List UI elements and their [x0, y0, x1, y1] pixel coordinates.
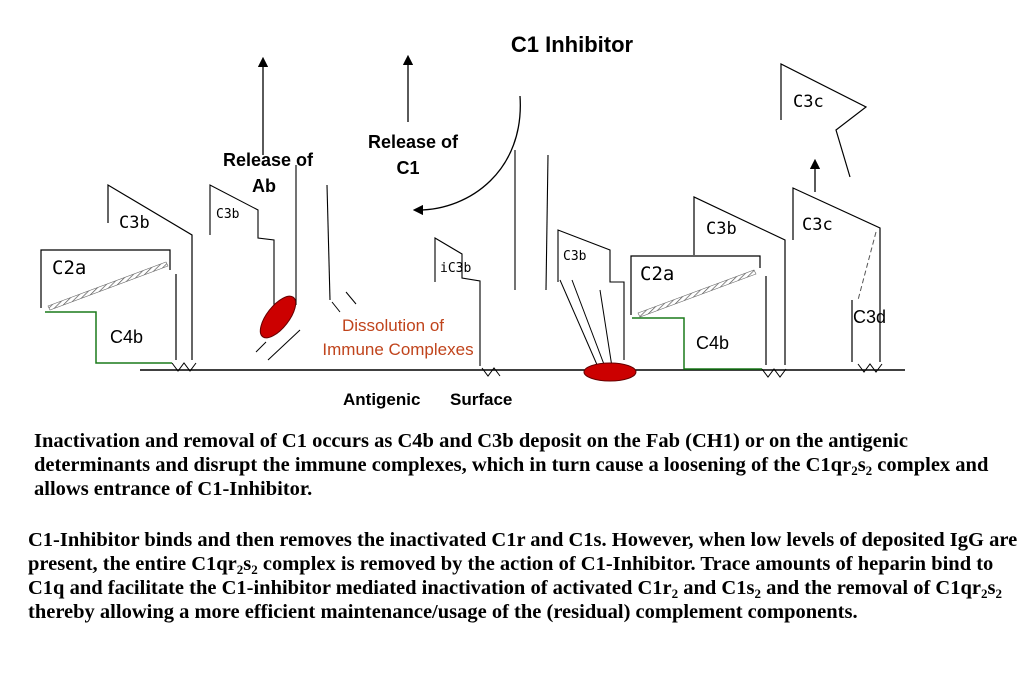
paragraph-text: C1-Inhibitor binds and then removes the …	[28, 529, 1018, 575]
subscript: 2	[251, 562, 258, 577]
subscript: 2	[236, 562, 244, 577]
paragraph-text: s	[987, 577, 996, 599]
ic3b-shape	[434, 237, 481, 366]
c4b-right-label: C4b	[696, 333, 729, 353]
paragraph-text: and C1s	[678, 577, 755, 599]
c3b-small-mid-label: C3b	[563, 249, 587, 264]
c3b-small-left-label: C3b	[216, 207, 240, 222]
description-paragraph-2: C1-Inhibitor binds and then removes the …	[28, 528, 1018, 624]
fragment-line-3	[331, 301, 341, 313]
paragraph-text: s	[243, 553, 252, 575]
c1-strand-2	[571, 279, 606, 368]
c3b-small-left-shape	[209, 184, 275, 310]
fragment-line-4	[345, 291, 357, 305]
paragraph-text: and the removal of C1qr	[760, 577, 981, 599]
c3c-c3d-complex: C3c C3d C3c	[780, 63, 886, 373]
c2a-right-shape	[630, 255, 767, 365]
c3c-c3d-cleave-line	[857, 231, 877, 301]
c3b-left-label: C3b	[119, 213, 150, 233]
release-ab-group: Release of Ab C3b	[209, 56, 357, 361]
antigenic-label: Antigenic	[343, 390, 420, 409]
antibody-arm-2	[326, 184, 331, 301]
attachment-right	[761, 368, 787, 378]
diagram-title: C1 Inhibitor	[511, 32, 634, 57]
c3d-label: C3d	[853, 307, 886, 327]
c3b-right-shape	[693, 196, 786, 365]
attachment-c3d	[857, 363, 883, 373]
subscript: 2	[995, 586, 1002, 601]
c4b-right-outline	[632, 317, 762, 370]
c4b-left-label: C4b	[110, 327, 143, 347]
ic3b-complex: iC3b	[434, 237, 501, 377]
c3b-left-shape	[107, 183, 193, 360]
c3c-top-shape	[780, 63, 868, 178]
paragraph-text: thereby allowing a more efficient mainte…	[28, 601, 858, 623]
c2a-left-label: C2a	[52, 257, 86, 279]
release-c1-label-line2: C1	[396, 158, 419, 178]
subscript: 2	[980, 586, 988, 601]
c1-bound-group: C3b	[514, 150, 637, 382]
ab-fragment-red	[259, 295, 297, 339]
attachment-left	[171, 362, 197, 372]
subscript: 2	[865, 463, 873, 478]
attachment-ic3b	[481, 367, 501, 377]
subscript: 2	[671, 586, 679, 601]
left-complex: C3b C2a C4b	[40, 183, 197, 372]
release-c1-group: Release of C1	[368, 54, 521, 216]
description-paragraph-1: Inactivation and removal of C1 occurs as…	[34, 429, 1019, 501]
c2a-right-hatch	[637, 269, 757, 318]
paragraph-text: complex is removed by the action of C1-I…	[28, 553, 994, 599]
c1-inhibitor-curve-arrow	[412, 95, 521, 216]
ic3b-label: iC3b	[440, 261, 471, 276]
c3c-top-label: C3c	[793, 92, 824, 112]
c2a-right-label: C2a	[640, 263, 674, 285]
c1-strand-1	[559, 279, 599, 368]
release-c1-label-line1: Release of	[368, 132, 459, 152]
c1-strand-3	[599, 289, 613, 368]
release-ab-label-line1: Release of	[223, 150, 314, 170]
dissolution-label-line1: Dissolution of	[342, 316, 444, 335]
c2a-left-shape	[40, 249, 177, 360]
c3b-small-mid-shape	[557, 229, 625, 360]
paragraph-text: s	[857, 454, 866, 476]
c3b-right-label: C3b	[706, 219, 737, 239]
c4b-left-outline	[45, 311, 172, 364]
paragraph-text: Inactivation and removal of C1 occurs as…	[34, 430, 908, 476]
complement-diagram: C1 Inhibitor C3b C2a C4b Release of Ab C…	[40, 32, 905, 409]
c3c-mid-label: C3c	[802, 215, 833, 235]
c3c-mid-shape	[792, 187, 881, 362]
c2a-left-hatch	[47, 261, 169, 311]
paragraph-text: complex and allows entrance of C1-Inhibi…	[34, 454, 989, 500]
subscript: 2	[754, 586, 761, 601]
release-ab-label-line2: Ab	[252, 176, 276, 196]
subscript: 2	[851, 463, 858, 478]
c1-stalk-2	[545, 154, 549, 291]
dissolution-label-line2: Immune Complexes	[322, 340, 473, 359]
right-complex: C3b C2a C4b	[630, 196, 787, 378]
surface-label: Surface	[450, 390, 512, 409]
c1-blob-red	[583, 362, 637, 382]
fragment-line-1	[255, 341, 267, 353]
fragment-line-2	[267, 329, 301, 361]
